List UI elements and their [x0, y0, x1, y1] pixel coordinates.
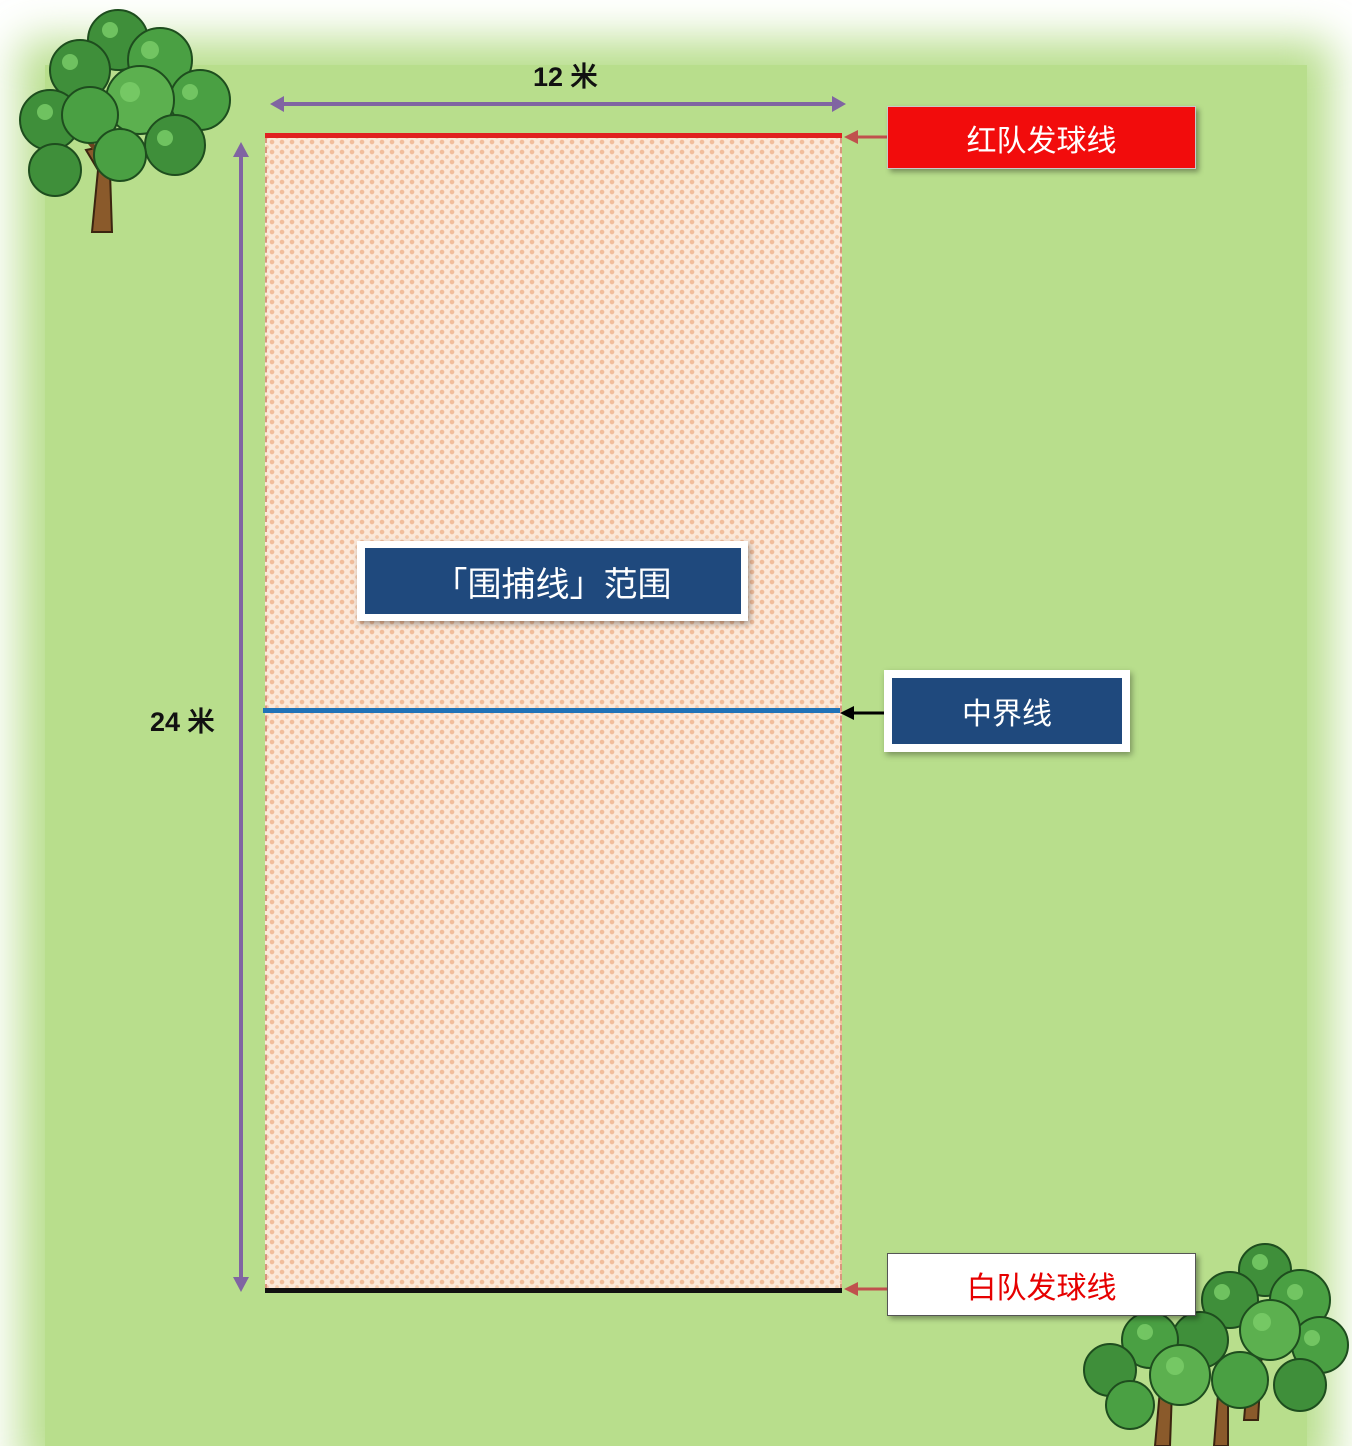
- red-serve-line: [265, 133, 842, 138]
- capture-range-label-frame: 「围捕线」范围: [357, 541, 748, 621]
- white-serve-line: [265, 1288, 842, 1293]
- width-dimension-arrow: [270, 96, 846, 112]
- red-line-pointer-arrow: [844, 130, 887, 144]
- length-dimension-arrow: [233, 142, 249, 1292]
- tree-cluster-icon: [1083, 1243, 1349, 1446]
- center-line-label: 中界线: [892, 678, 1122, 744]
- capture-range-label: 「围捕线」范围: [364, 548, 741, 614]
- center-line: [263, 708, 840, 713]
- length-dimension-label: 24 米: [150, 707, 215, 737]
- center-line-pointer-arrow: [840, 706, 884, 720]
- red-serve-line-label: 红队发球线: [887, 106, 1196, 169]
- white-serve-line-label: 白队发球线: [887, 1253, 1196, 1316]
- center-line-label-frame: 中界线: [884, 670, 1130, 752]
- tree-icon: [19, 9, 231, 233]
- width-dimension-label: 12 米: [533, 62, 598, 92]
- white-line-pointer-arrow: [844, 1282, 887, 1296]
- court-area: [265, 137, 842, 1290]
